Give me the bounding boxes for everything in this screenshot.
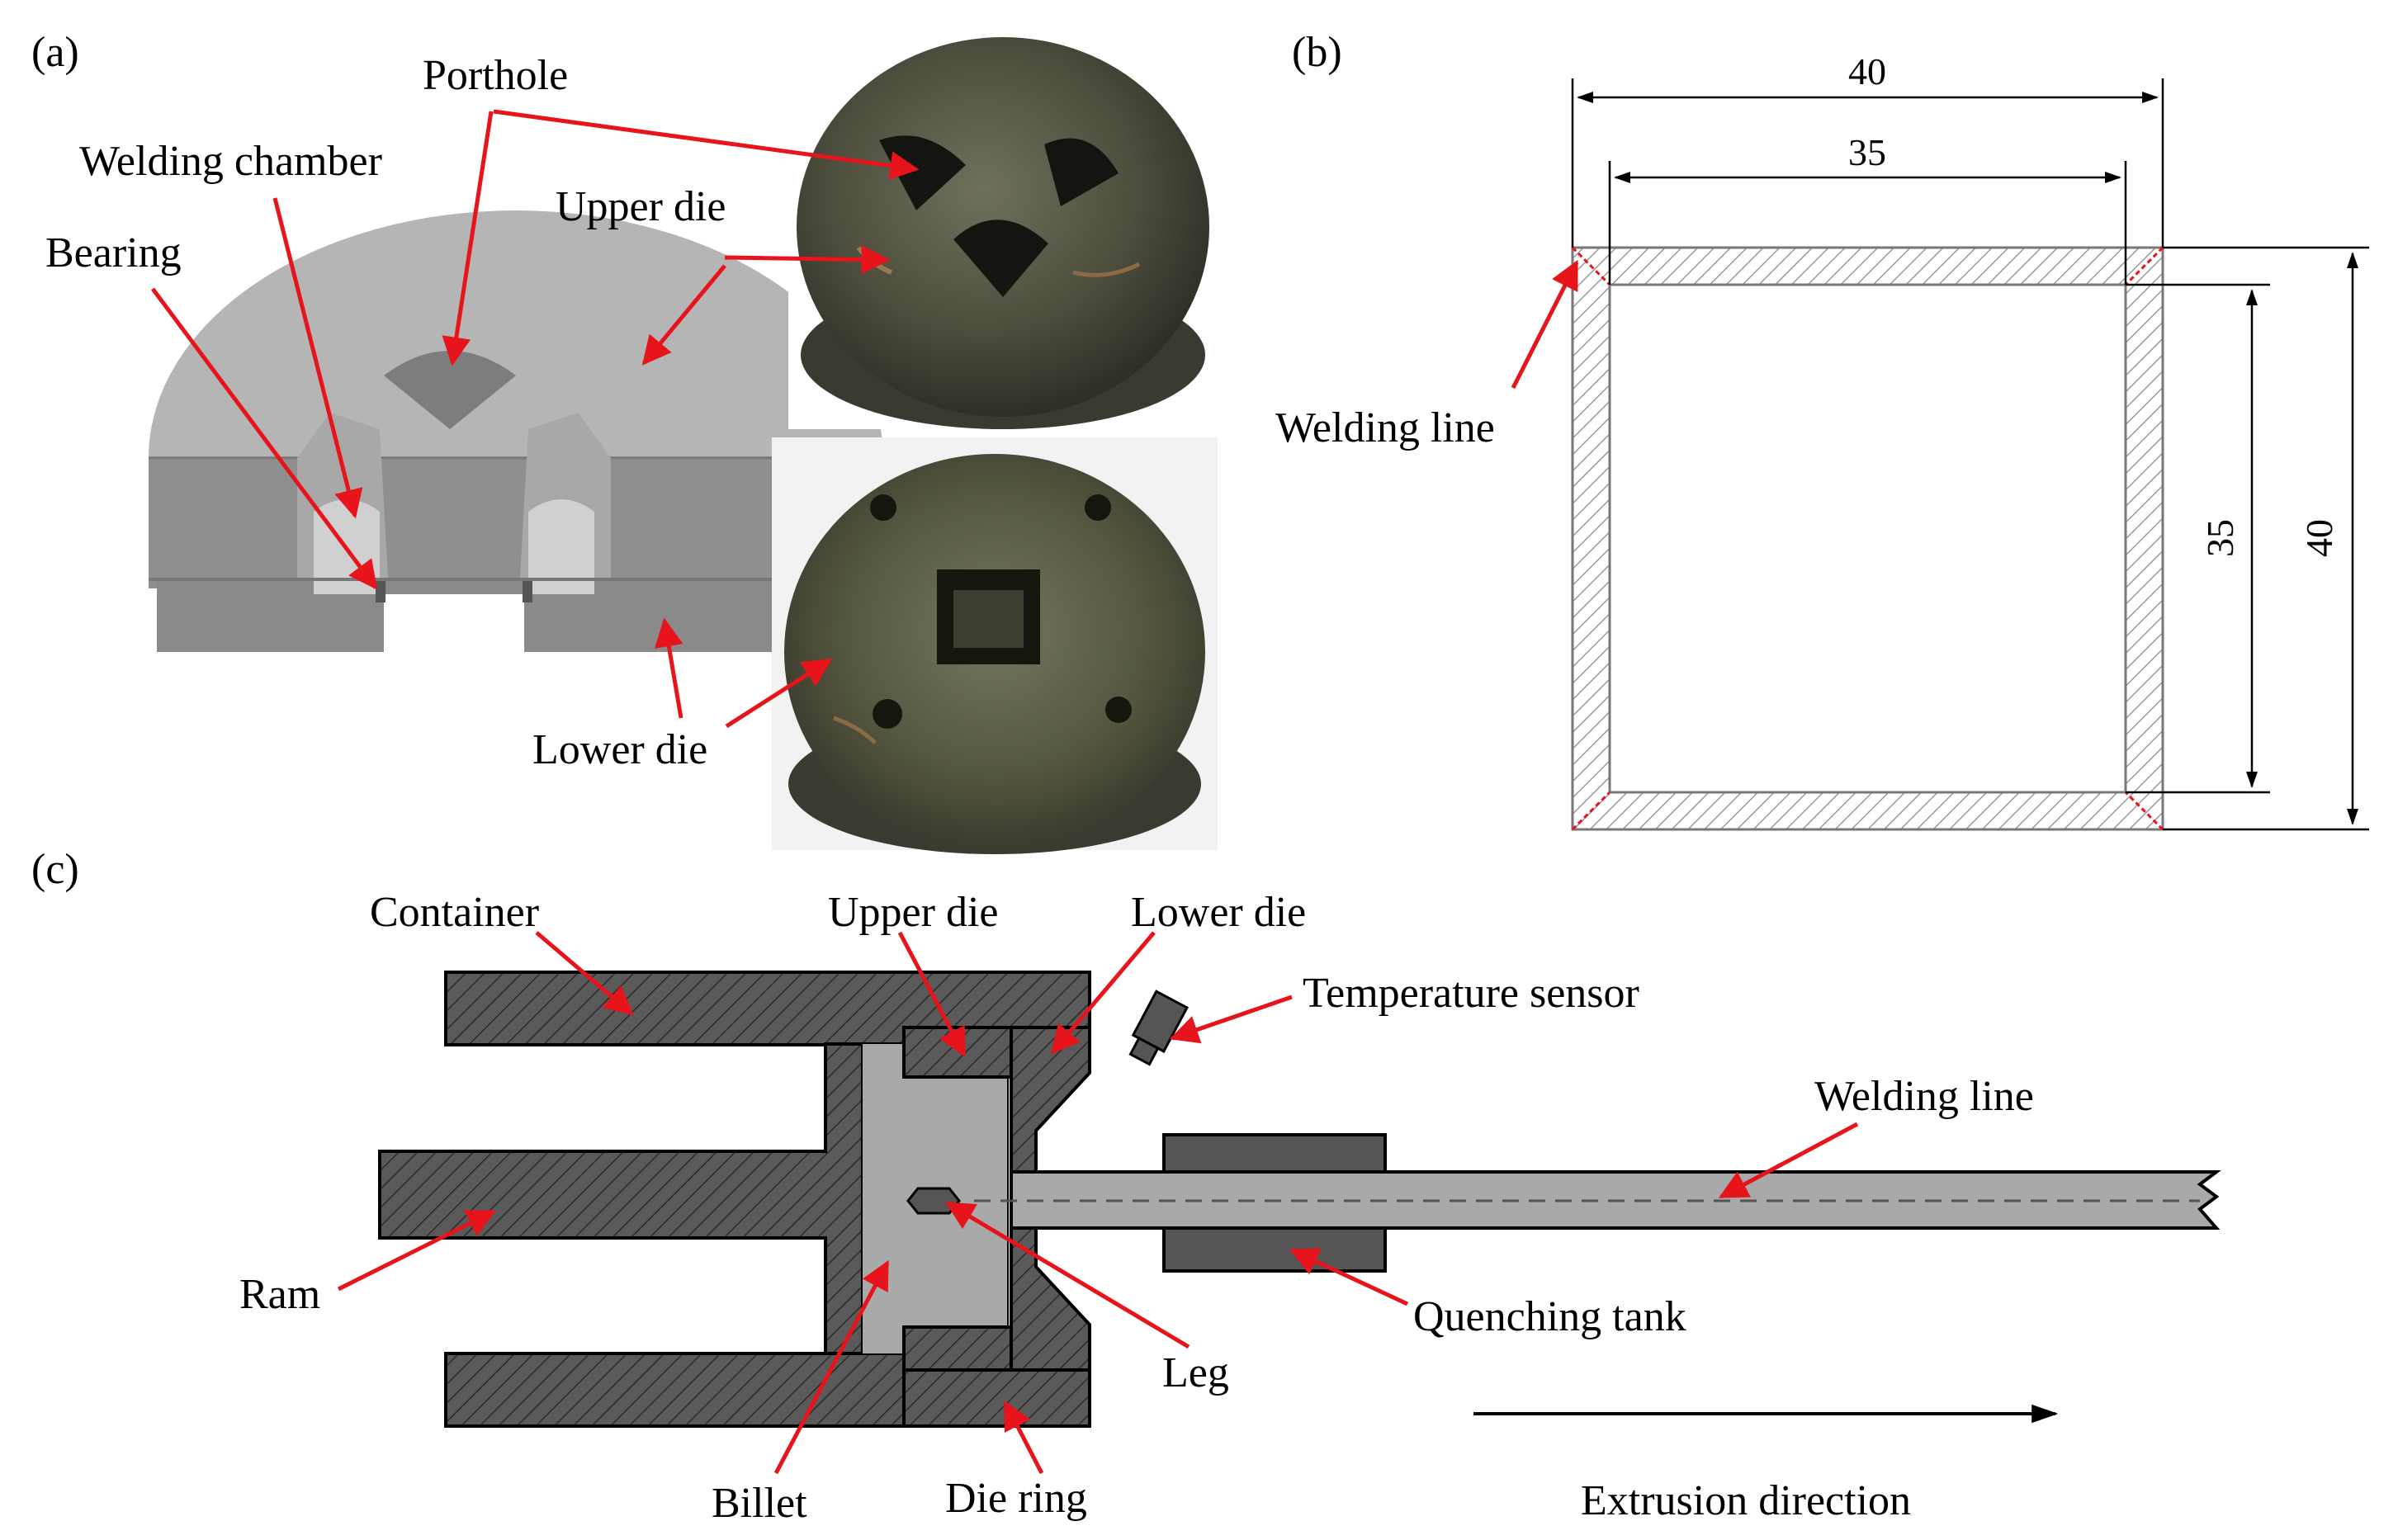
dim-outer-width: 40 [1848,50,1886,92]
tube-cross-section [1571,246,2164,831]
label-lower-die-c: Lower die [1131,889,1306,936]
arrow-die-ring [1003,1400,1044,1475]
quenching-tank-top [1162,1133,1387,1174]
label-ram: Ram [239,1271,320,1318]
label-bearing: Bearing [45,229,182,276]
arrow-upper-die-cad [641,264,726,366]
label-upper-die-c: Upper die [828,889,998,936]
arrow-upper-die-c [897,931,967,1058]
arrow-temperature-sensor [1169,994,1293,1044]
arrow-quenching-tank [1289,1248,1409,1306]
label-porthole: Porthole [423,52,568,99]
quenching-tank-bottom [1162,1226,1387,1273]
corner-welding-lines [1571,246,2164,831]
dimension-lines [1571,78,2369,831]
upper-die-top [902,1026,1013,1079]
label-container: Container [370,889,539,936]
label-die-ring: Die ring [945,1475,1087,1522]
panel-c: (c) Container Upper die Lower die [31,846,2221,1527]
upper-die-bottom [902,1325,1013,1372]
arrow-porthole-photo [493,109,920,181]
temperature-sensor [1128,990,1189,1066]
label-lower-die-a: Lower die [532,726,707,773]
label-welding-line-b: Welding line [1275,404,1495,451]
label-billet: Billet [712,1480,807,1527]
dim-inner-height: 35 [2199,519,2241,557]
arrow-ram [337,1209,497,1292]
label-welding-line-c: Welding line [1814,1073,2034,1120]
arrow-leg [944,1201,1190,1349]
lower-die-photo [772,437,1218,854]
arrow-lower-die-c [1050,931,1156,1055]
label-temperature-sensor: Temperature sensor [1303,970,1639,1017]
arrow-welding-chamber [272,197,363,519]
label-welding-chamber: Welding chamber [79,138,382,185]
arrow-lower-die-cad [655,617,683,719]
panel-c-arrows [337,931,1859,1475]
upper-die-photo [788,33,1218,429]
cad-die-model [149,210,883,652]
die-ring [902,1368,1091,1428]
ram [378,1042,864,1355]
arrow-bearing [150,287,378,590]
arrow-welding-line-b [1511,259,1579,390]
label-extrusion-direction: Extrusion direction [1581,1477,1911,1524]
dim-outer-height: 40 [2298,519,2340,557]
panel-a: (a) [31,29,1218,854]
arrow-porthole-cad [442,111,494,366]
panel-a-label: (a) [31,29,79,76]
arrow-lower-die-photo [725,658,832,729]
panel-c-label: (c) [31,846,79,893]
label-quenching-tank: Quenching tank [1413,1293,1686,1340]
panel-b-label: (b) [1292,29,1342,76]
label-leg: Leg [1162,1349,1229,1396]
arrow-container [535,931,634,1016]
arrow-upper-die-photo [724,245,891,275]
arrow-billet [773,1259,890,1475]
panel-a-arrows [150,109,920,729]
panel-b: (b) 40 35 35 40 Welding l [1275,29,2369,831]
label-upper-die-a: Upper die [556,183,726,230]
leg [906,1187,961,1215]
arrow-welding-line-c [1718,1122,1859,1199]
dim-inner-width: 35 [1848,131,1886,173]
lower-die [1010,1026,1091,1372]
